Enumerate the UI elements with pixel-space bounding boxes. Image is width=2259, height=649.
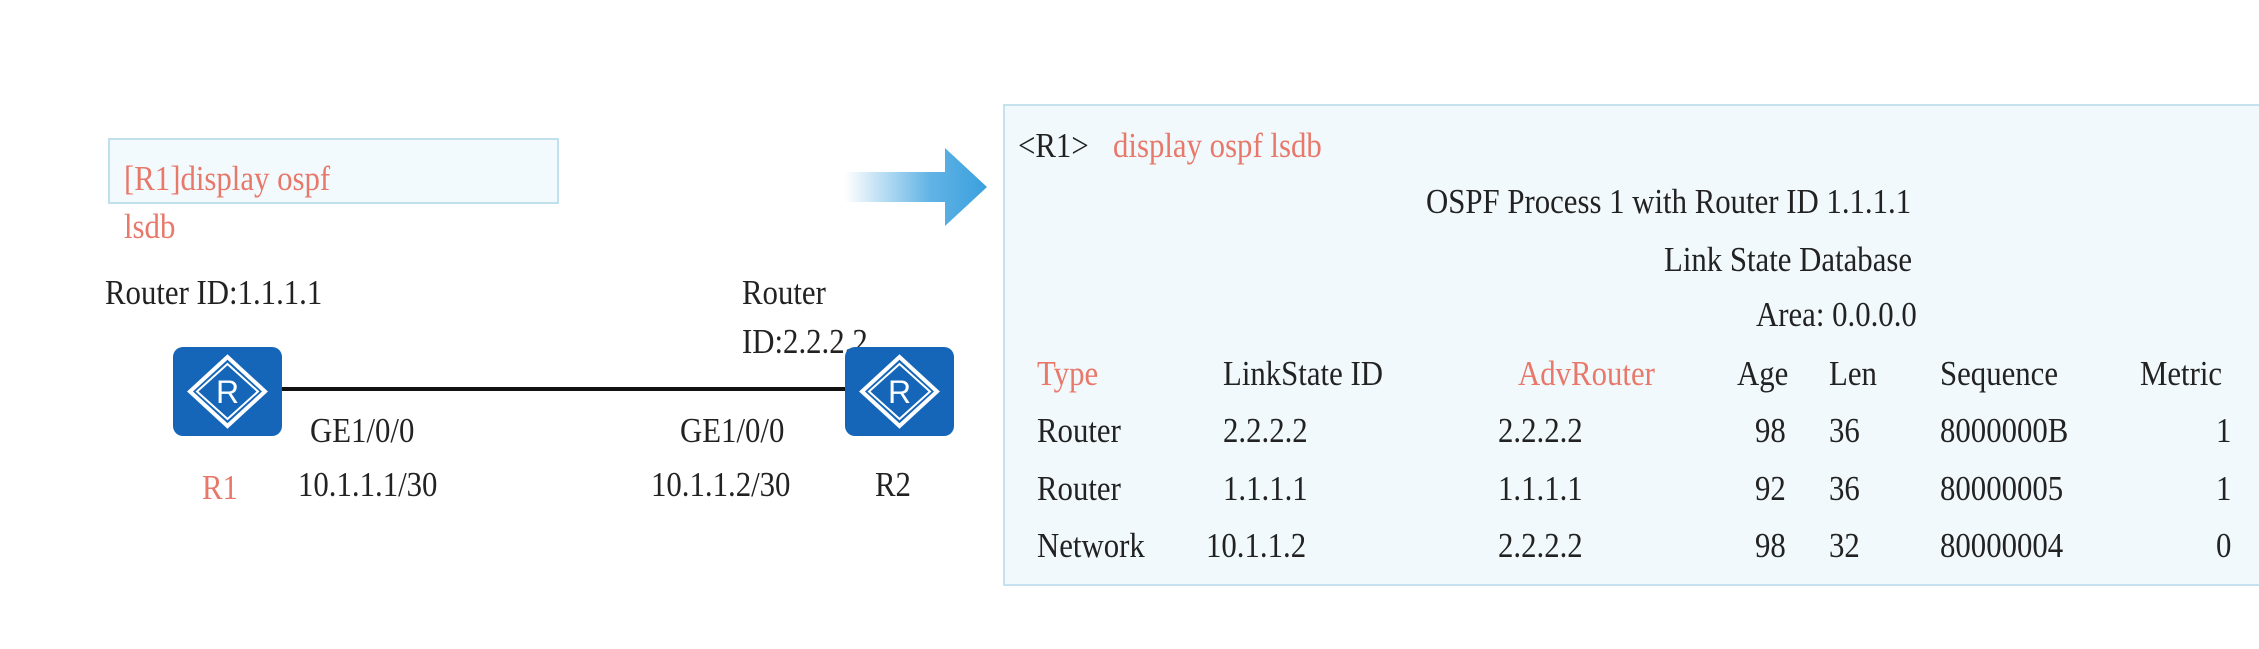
cell-advrouter: 2.2.2.2 bbox=[1498, 526, 1583, 565]
command-line-1: [R1]display ospf bbox=[124, 159, 331, 198]
header-age: Age bbox=[1737, 354, 1789, 393]
command-line-2: lsdb bbox=[124, 207, 176, 246]
cell-metric: 0 bbox=[2216, 526, 2232, 565]
r1-interface: GE1/0/0 bbox=[310, 411, 415, 450]
r2-name: R2 bbox=[875, 465, 911, 504]
svg-text:R: R bbox=[888, 374, 911, 410]
cell-len: 36 bbox=[1829, 469, 1860, 508]
header-type: Type bbox=[1037, 354, 1099, 393]
r2-router-id-line1: Router bbox=[742, 273, 826, 312]
lsdb-output-panel bbox=[1003, 104, 2259, 586]
cell-type: Router bbox=[1037, 469, 1121, 508]
cell-sequence: 8000000B bbox=[1940, 411, 2069, 450]
r2-interface: GE1/0/0 bbox=[680, 411, 785, 450]
svg-text:R: R bbox=[216, 374, 239, 410]
cell-advrouter: 2.2.2.2 bbox=[1498, 411, 1583, 450]
cell-type: Network bbox=[1037, 526, 1145, 565]
cell-advrouter: 1.1.1.1 bbox=[1498, 469, 1583, 508]
cell-metric: 1 bbox=[2216, 469, 2232, 508]
header-advrouter: AdvRouter bbox=[1518, 354, 1655, 393]
cell-age: 98 bbox=[1755, 526, 1786, 565]
area-line: Area: 0.0.0.0 bbox=[1756, 295, 1917, 334]
cell-age: 98 bbox=[1755, 411, 1786, 450]
cell-len: 36 bbox=[1829, 411, 1860, 450]
r1-name: R1 bbox=[202, 468, 238, 507]
cell-len: 32 bbox=[1829, 526, 1860, 565]
r1-ip: 10.1.1.1/30 bbox=[298, 465, 438, 504]
command-text: display ospf lsdb bbox=[1113, 126, 1322, 165]
cell-linkstate-id: 2.2.2.2 bbox=[1223, 411, 1308, 450]
cell-sequence: 80000004 bbox=[1940, 526, 2064, 565]
r1-router-id: Router ID:1.1.1.1 bbox=[105, 273, 323, 312]
r1-router-icon[interactable]: R bbox=[173, 347, 282, 436]
arrow-right-icon bbox=[845, 148, 987, 226]
header-metric: Metric bbox=[2140, 354, 2223, 393]
cell-metric: 1 bbox=[2216, 411, 2232, 450]
cell-linkstate-id: 10.1.1.2 bbox=[1206, 526, 1307, 565]
lsdb-title: Link State Database bbox=[1664, 240, 1913, 279]
cell-age: 92 bbox=[1755, 469, 1786, 508]
header-sequence: Sequence bbox=[1940, 354, 2059, 393]
r2-router-icon[interactable]: R bbox=[845, 347, 954, 436]
header-linkstate-id: LinkState ID bbox=[1223, 354, 1383, 393]
cell-type: Router bbox=[1037, 411, 1121, 450]
process-line: OSPF Process 1 with Router ID 1.1.1.1 bbox=[1426, 182, 1912, 221]
cell-sequence: 80000005 bbox=[1940, 469, 2064, 508]
command-box bbox=[108, 138, 559, 204]
cell-linkstate-id: 1.1.1.1 bbox=[1223, 469, 1308, 508]
prompt: <R1> bbox=[1018, 126, 1089, 165]
header-len: Len bbox=[1829, 354, 1877, 393]
ethernet-link bbox=[282, 387, 845, 391]
r2-ip: 10.1.1.2/30 bbox=[651, 465, 791, 504]
